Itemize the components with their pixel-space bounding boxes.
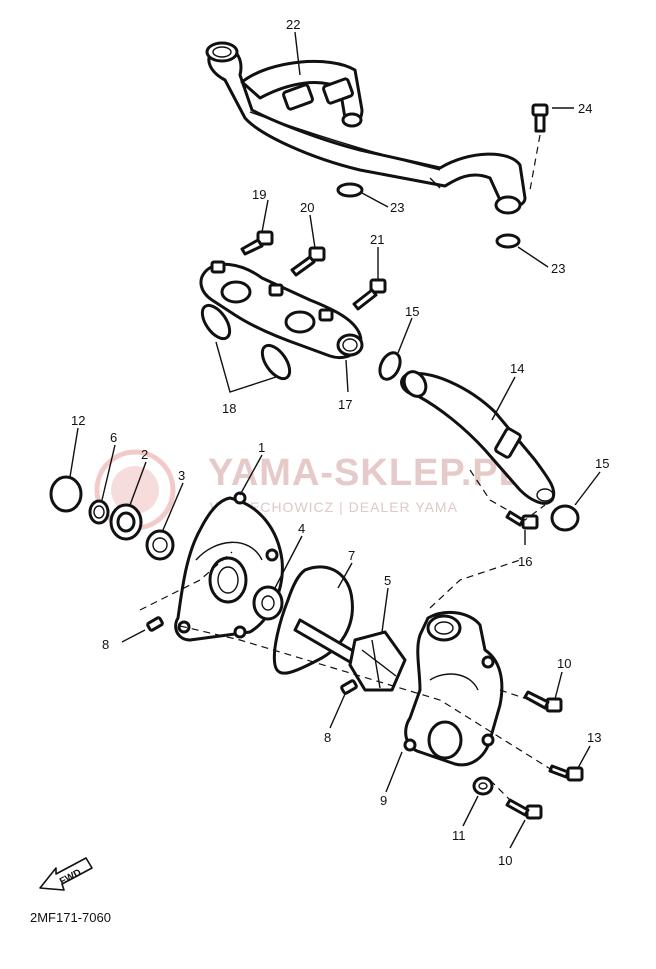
callout-10-upper: 10 xyxy=(557,656,571,671)
part-17-joint-housing xyxy=(199,260,364,359)
part-23-o-ring-a xyxy=(336,182,364,198)
part-10-bolt-upper xyxy=(523,690,563,713)
callout-19: 19 xyxy=(252,187,266,202)
callout-7: 7 xyxy=(348,548,355,563)
part-23-o-ring-b xyxy=(495,233,521,249)
callout-11: 11 xyxy=(452,828,466,843)
part-7-gasket xyxy=(272,565,354,675)
callout-16: 16 xyxy=(518,554,532,569)
callout-15-lower: 15 xyxy=(595,456,609,471)
part-11-washer xyxy=(472,776,494,796)
callout-15-upper: 15 xyxy=(405,304,419,319)
fwd-arrow: FWD xyxy=(39,857,93,891)
part-19-bolt xyxy=(240,230,274,256)
part-14-hose-pipe xyxy=(400,370,556,505)
part-9-pump-housing xyxy=(403,610,504,767)
part-24-bolt xyxy=(531,103,549,133)
part-18-o-ring-a xyxy=(200,303,232,341)
callout-17: 17 xyxy=(338,397,352,412)
callout-14: 14 xyxy=(510,361,524,376)
callout-12: 12 xyxy=(71,413,85,428)
callout-1: 1 xyxy=(258,440,265,455)
part-20-bolt xyxy=(290,246,326,277)
part-22-coolant-pipe xyxy=(205,41,527,215)
part-15-o-ring-lower xyxy=(550,504,580,532)
watermark-subtitle: ECHOWICZ | DEALER YAMA xyxy=(250,499,458,515)
callout-23-upper: 23 xyxy=(390,200,404,215)
callout-6: 6 xyxy=(110,430,117,445)
callout-21: 21 xyxy=(370,232,384,247)
part-16-bolt xyxy=(505,510,539,530)
part-4-impeller xyxy=(252,585,284,621)
part-8-dowel-pin-a xyxy=(146,616,164,632)
callout-8-center: 8 xyxy=(324,730,331,745)
callout-3: 3 xyxy=(178,468,185,483)
part-10-bolt-lower xyxy=(505,798,543,820)
part-3-seal xyxy=(145,529,175,561)
callout-9: 9 xyxy=(380,793,387,808)
callout-20: 20 xyxy=(300,200,314,215)
watermark: YAMA-SKLEP.PL W ECHOWICZ | DEALER YAMA xyxy=(94,449,523,531)
leader-lines xyxy=(69,31,601,849)
part-21-bolt xyxy=(352,278,387,311)
part-13-bolt xyxy=(548,764,584,782)
callouts: 22 19 20 21 24 23 23 15 17 18 14 15 16 1… xyxy=(71,17,609,868)
callout-13: 13 xyxy=(587,730,601,745)
part-18-o-ring-b xyxy=(260,343,292,381)
callout-23-lower: 23 xyxy=(551,261,565,276)
part-2-bearing xyxy=(109,503,143,541)
leader-dash-24 xyxy=(529,134,541,191)
part-8-dowel-pin-b xyxy=(340,679,358,695)
part-15-o-ring-upper xyxy=(378,351,402,381)
callout-24: 24 xyxy=(578,101,592,116)
callout-10-lower: 10 xyxy=(498,853,512,868)
callout-22: 22 xyxy=(286,17,300,32)
callout-18: 18 xyxy=(222,401,236,416)
part-5-pump-shaft xyxy=(293,618,407,692)
callout-4: 4 xyxy=(298,521,305,536)
callout-8-left: 8 xyxy=(102,637,109,652)
assembly-lines xyxy=(139,469,561,801)
watermark-brand: YAMA-SKLEP.PL xyxy=(208,452,523,494)
diagram-code: 2MF171-7060 xyxy=(30,910,111,925)
callout-5: 5 xyxy=(384,573,391,588)
part-12-o-ring xyxy=(49,475,83,513)
callout-2: 2 xyxy=(141,447,148,462)
part-6-seal xyxy=(88,499,110,525)
